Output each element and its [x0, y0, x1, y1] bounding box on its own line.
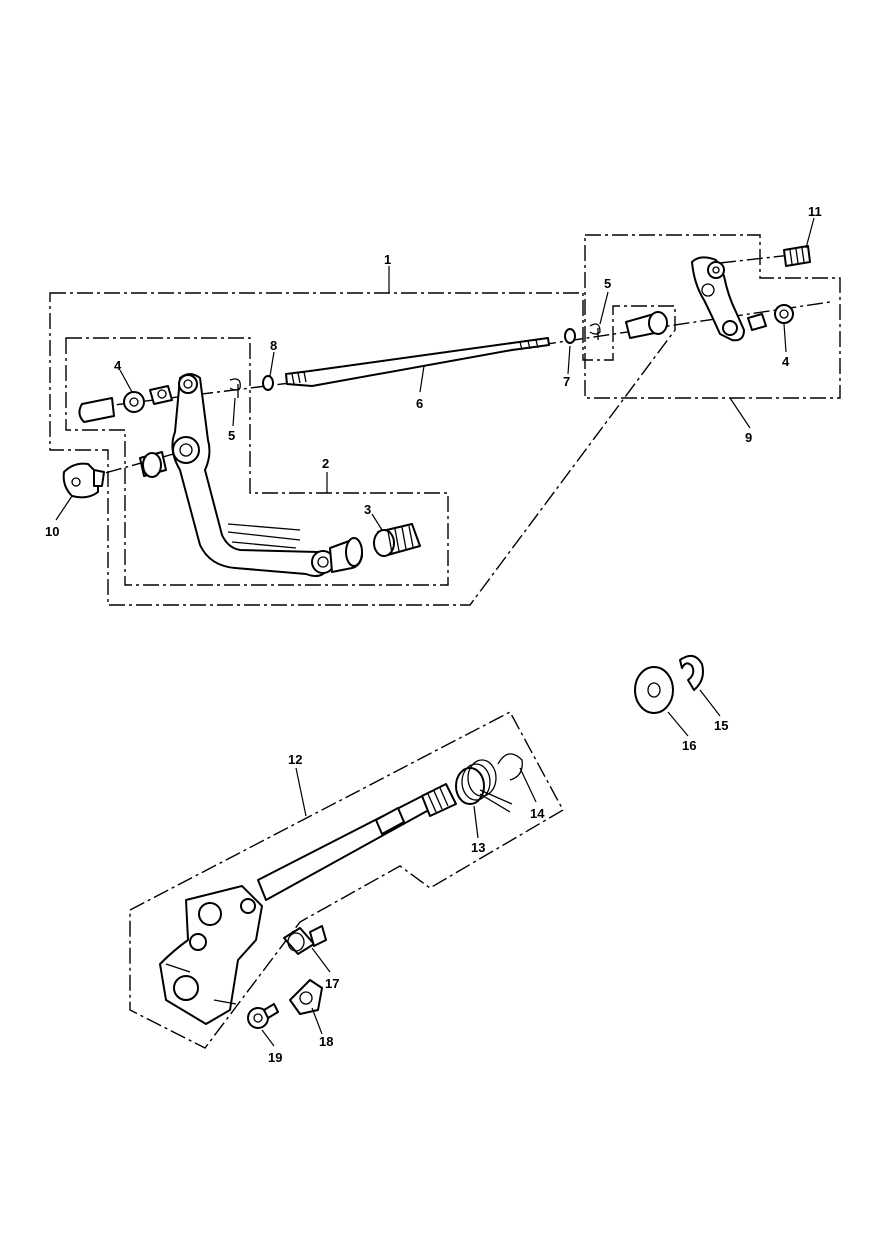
callout-5-right: 5 — [604, 276, 611, 291]
washer-7 — [564, 328, 576, 344]
circlip-15 — [679, 654, 704, 691]
callout-14: 14 — [530, 806, 545, 821]
callout-3: 3 — [364, 502, 371, 517]
gear-change-lever-9 — [691, 256, 794, 342]
assembly-boundaries — [49, 234, 841, 1049]
footrest-rubber-3 — [373, 523, 421, 557]
callout-7: 7 — [563, 374, 570, 389]
bolt-10 — [62, 462, 105, 499]
washer-8 — [262, 375, 274, 391]
callout-19: 19 — [268, 1050, 282, 1065]
callout-17: 17 — [325, 976, 339, 991]
callout-12: 12 — [288, 752, 302, 767]
linkage-rod-end-right — [625, 311, 668, 339]
washer-16 — [634, 666, 674, 714]
assembly-2-boundary — [65, 337, 449, 586]
assembly-9-boundary — [584, 234, 841, 399]
callout-5-left: 5 — [228, 428, 235, 443]
selector-shaft-12 — [159, 783, 457, 1025]
split-pin-left — [229, 378, 241, 398]
return-spring-13 — [455, 759, 513, 813]
callout-6: 6 — [416, 396, 423, 411]
linkage-rod-6 — [285, 337, 550, 387]
callout-4-right: 4 — [782, 354, 790, 369]
callout-13: 13 — [471, 840, 485, 855]
callout-9: 9 — [745, 430, 752, 445]
leader-lines — [55, 217, 815, 1047]
assembly-1-boundary — [49, 292, 676, 606]
callout-16: 16 — [682, 738, 696, 753]
callout-4-left: 4 — [114, 358, 122, 373]
plate-18 — [289, 979, 323, 1015]
callout-15: 15 — [714, 718, 728, 733]
bolt-19 — [247, 1003, 279, 1029]
split-pin-right — [589, 323, 601, 340]
callout-1: 1 — [384, 252, 391, 267]
callout-2: 2 — [322, 456, 329, 471]
callout-11: 11 — [808, 204, 822, 219]
stopper-17 — [283, 925, 327, 955]
assembly-12-boundary — [129, 711, 564, 1049]
callout-10: 10 — [45, 524, 59, 539]
pedal-pivot-bush — [139, 451, 167, 478]
bolt-11 — [783, 245, 811, 267]
circlip-14 — [497, 753, 523, 781]
rear-brake-shift-pedal — [171, 373, 363, 577]
callout-18: 18 — [319, 1034, 333, 1049]
callout-8: 8 — [270, 338, 277, 353]
callout-labels: 1 2 3 4 4 5 5 6 7 8 9 10 11 12 13 14 15 … — [45, 204, 822, 1065]
linkage-rod-end-left — [78, 385, 173, 423]
